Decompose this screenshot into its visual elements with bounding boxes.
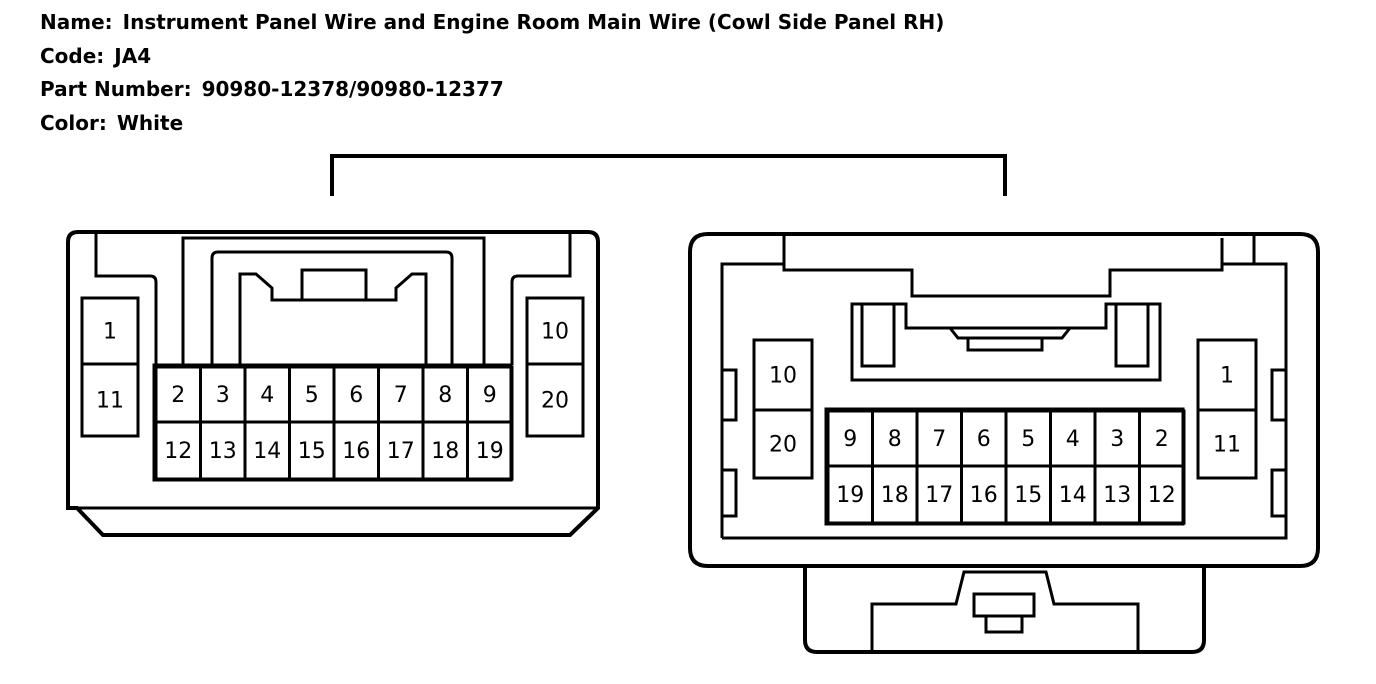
pin-label: 17 bbox=[387, 439, 415, 464]
left-top-row: 2 3 4 5 6 7 8 9 bbox=[154, 365, 514, 424]
right-connector-side-clip-right-top bbox=[1270, 368, 1288, 422]
right-connector-latch-inner bbox=[870, 570, 1140, 652]
left-connector-lock-arm bbox=[210, 250, 454, 365]
right-bottom-row: 19 18 17 16 15 14 13 12 bbox=[826, 464, 1186, 525]
connector-color: Color: White bbox=[40, 111, 183, 135]
pin-label: 9 bbox=[483, 383, 497, 408]
right-connector-lock-frame bbox=[782, 264, 1224, 298]
pin-label: 13 bbox=[209, 439, 237, 464]
pin-label: 5 bbox=[305, 383, 319, 408]
color-value: White bbox=[116, 111, 184, 135]
pin-cell bbox=[80, 362, 140, 438]
pin-label: 16 bbox=[342, 439, 370, 464]
pin-label: 3 bbox=[1110, 427, 1124, 452]
pin-label: 11 bbox=[1213, 433, 1241, 458]
code-value: JA4 bbox=[114, 44, 152, 68]
right-connector-lock-tab bbox=[948, 327, 1072, 352]
right-connector-inner-wall bbox=[720, 236, 1288, 540]
pin-label: 19 bbox=[836, 483, 864, 508]
left-connector-lock-frame bbox=[181, 236, 486, 365]
right-connector-lock-left bbox=[850, 302, 1162, 382]
pin-label: 5 bbox=[1021, 427, 1035, 452]
pin-label: 6 bbox=[977, 427, 991, 452]
right-connector-latch-button-stem bbox=[984, 614, 1024, 634]
pin-label: 20 bbox=[769, 433, 797, 458]
name-value: Instrument Panel Wire and Engine Room Ma… bbox=[122, 10, 945, 34]
pin-cell bbox=[752, 408, 814, 480]
pin-label: 6 bbox=[349, 383, 363, 408]
pin-label: 2 bbox=[171, 383, 185, 408]
connector-part-number: Part Number: 90980-12378/90980-12377 bbox=[40, 77, 504, 101]
right-connector-side-clip-left-bottom bbox=[720, 468, 738, 518]
left-connector-lock-inner bbox=[238, 272, 428, 365]
right-connector-latch-button bbox=[972, 592, 1036, 618]
left-bottom-row: 12 13 14 15 16 17 18 19 bbox=[154, 420, 514, 481]
pin-label: 12 bbox=[164, 439, 192, 464]
pin-label: 4 bbox=[1066, 427, 1080, 452]
pin-cell bbox=[1138, 464, 1186, 525]
part-number-label: Part Number: bbox=[40, 77, 192, 101]
left-connector-housing bbox=[66, 230, 600, 537]
pin-label: 1 bbox=[103, 320, 117, 345]
pin-label: 4 bbox=[260, 383, 274, 408]
left-connector-inner-wall bbox=[94, 232, 158, 365]
pin-label: 19 bbox=[476, 439, 504, 464]
pin-label: 16 bbox=[970, 483, 998, 508]
name-label: Name: bbox=[40, 10, 113, 34]
pin-label: 15 bbox=[1014, 483, 1042, 508]
part-number-value: 90980-12378/90980-12377 bbox=[201, 77, 504, 101]
connection-bracket bbox=[330, 154, 1007, 196]
pin-label: 18 bbox=[881, 483, 909, 508]
pin-label: 2 bbox=[1155, 427, 1169, 452]
connector-code: Code: JA4 bbox=[40, 44, 151, 68]
pin-label: 10 bbox=[541, 320, 569, 345]
right-connector-side-clip-left-top bbox=[720, 368, 738, 422]
pin-label: 8 bbox=[888, 427, 902, 452]
right-connector-side-clip-right-bottom bbox=[1270, 468, 1288, 518]
right-connector-lock-slot-right bbox=[1114, 302, 1150, 368]
pin-cell bbox=[525, 362, 585, 438]
right-connector-lock-slot-left bbox=[860, 302, 896, 368]
pin-label: 17 bbox=[925, 483, 953, 508]
pin-label: 12 bbox=[1148, 483, 1176, 508]
connector-name: Name: Instrument Panel Wire and Engine Ro… bbox=[40, 10, 944, 34]
pin-label: 11 bbox=[96, 389, 124, 414]
left-connector-inner-wall-right bbox=[510, 232, 572, 365]
pin-label: 7 bbox=[394, 383, 408, 408]
pin-label: 18 bbox=[431, 439, 459, 464]
pin-label: 13 bbox=[1103, 483, 1131, 508]
pin-label: 14 bbox=[1059, 483, 1087, 508]
pin-label: 14 bbox=[253, 439, 281, 464]
right-connector-bottom-latch bbox=[803, 566, 1206, 654]
pin-label: 1 bbox=[1220, 364, 1234, 389]
right-connector-housing bbox=[688, 232, 1320, 568]
pin-label: 10 bbox=[769, 364, 797, 389]
code-label: Code: bbox=[40, 44, 105, 68]
pin-cell bbox=[1196, 408, 1258, 480]
right-top-row: 9 8 7 6 5 4 3 2 bbox=[826, 409, 1186, 468]
left-connector-lock-tab bbox=[300, 268, 368, 302]
pin-label: 9 bbox=[843, 427, 857, 452]
pin-label: 7 bbox=[932, 427, 946, 452]
pin-label: 15 bbox=[298, 439, 326, 464]
color-label: Color: bbox=[40, 111, 107, 135]
pin-label: 8 bbox=[438, 383, 452, 408]
pin-label: 20 bbox=[541, 389, 569, 414]
pin-cell bbox=[466, 420, 514, 481]
pin-label: 3 bbox=[216, 383, 230, 408]
